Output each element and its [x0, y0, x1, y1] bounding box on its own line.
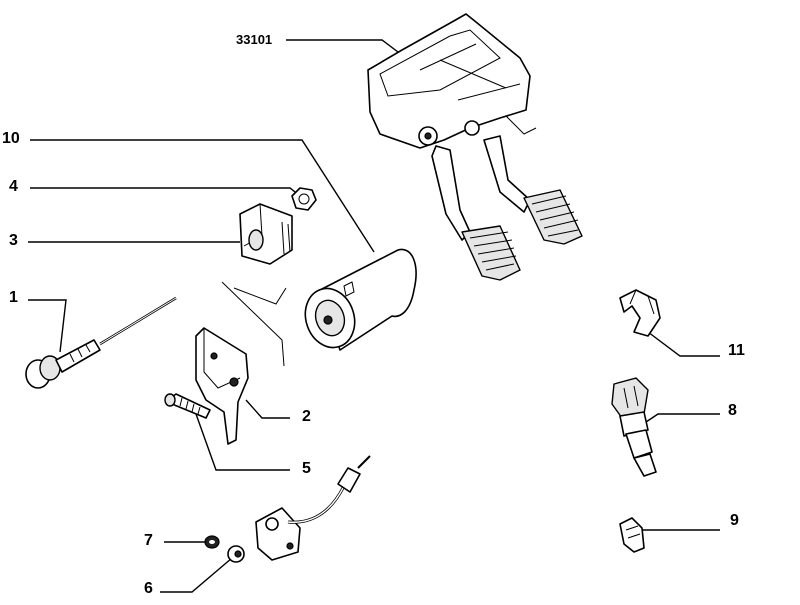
leader-8 — [639, 413, 720, 427]
leader-5 — [195, 413, 290, 471]
cylindrical-sleeve — [304, 248, 417, 351]
connector-clip — [619, 517, 645, 553]
callout-1: 1 — [9, 289, 18, 306]
leader-lines — [28, 39, 720, 593]
callout-7: 7 — [144, 532, 153, 549]
callout-9: 9 — [730, 512, 739, 529]
pedal-box-assembly — [367, 13, 583, 281]
callout-4: 4 — [9, 178, 18, 195]
bolt — [164, 393, 211, 419]
leader-1 — [28, 299, 67, 353]
callout-6: 6 — [144, 580, 153, 597]
leader-33101 — [286, 39, 399, 53]
callout-33101: 33101 — [236, 32, 273, 47]
leader-2 — [245, 399, 290, 419]
switch-sensor — [611, 377, 657, 477]
leader-6 — [160, 557, 233, 593]
leader-11 — [647, 331, 720, 357]
nut — [291, 187, 317, 211]
clutch-cable — [8, 296, 371, 561]
leader-10 — [30, 139, 375, 253]
callout-10: 10 — [2, 130, 20, 147]
callout-11: 11 — [728, 342, 745, 359]
mounting-bracket — [195, 327, 249, 445]
leader-4 — [30, 187, 301, 197]
callout-8: 8 — [728, 402, 737, 419]
small-nut — [204, 535, 220, 549]
callout-3: 3 — [9, 232, 18, 249]
callout-5: 5 — [302, 460, 311, 477]
washer — [227, 545, 245, 563]
callout-2: 2 — [302, 408, 311, 425]
assembly-guide — [221, 281, 287, 367]
support-bracket — [239, 203, 293, 265]
clip — [619, 289, 661, 337]
